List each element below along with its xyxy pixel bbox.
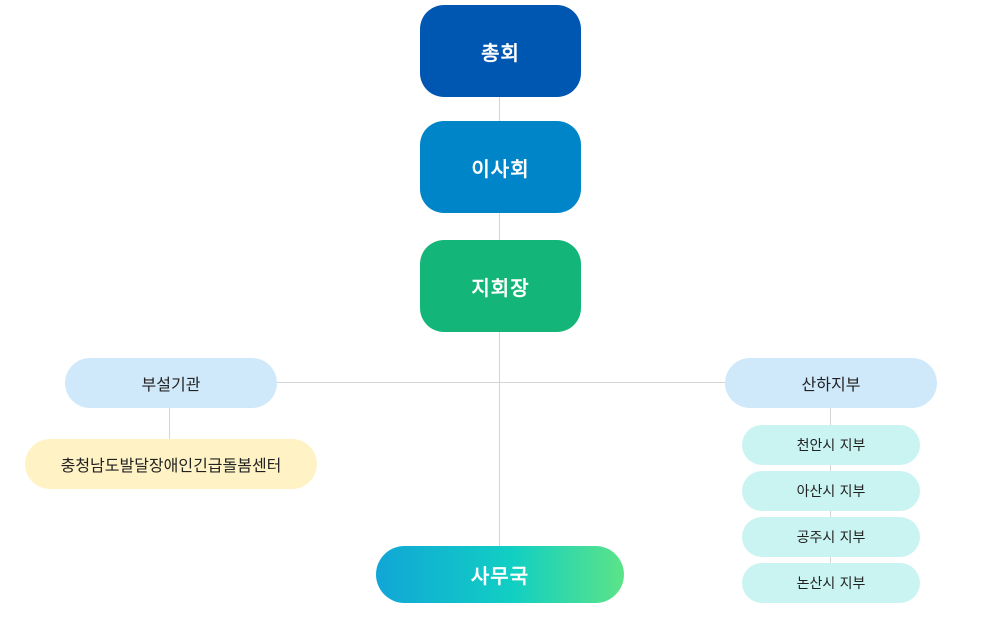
node-asan-branch: 아산시 지부	[742, 471, 920, 511]
node-board-of-directors: 이사회	[420, 121, 581, 213]
node-affiliated-institutions: 부설기관	[65, 358, 277, 408]
connector-left-branch	[169, 408, 170, 440]
connector-horizontal	[277, 382, 726, 383]
node-nonsan-branch: 논산시 지부	[742, 563, 920, 603]
node-sub-branches: 산하지부	[725, 358, 937, 408]
node-gongju-branch: 공주시 지부	[742, 517, 920, 557]
node-emergency-care-center: 충청남도발달장애인긴급돌봄센터	[25, 439, 317, 489]
node-branch-president: 지회장	[420, 240, 581, 332]
node-secretariat: 사무국	[376, 546, 624, 603]
node-general-assembly: 총회	[420, 5, 581, 97]
node-cheonan-branch: 천안시 지부	[742, 425, 920, 465]
